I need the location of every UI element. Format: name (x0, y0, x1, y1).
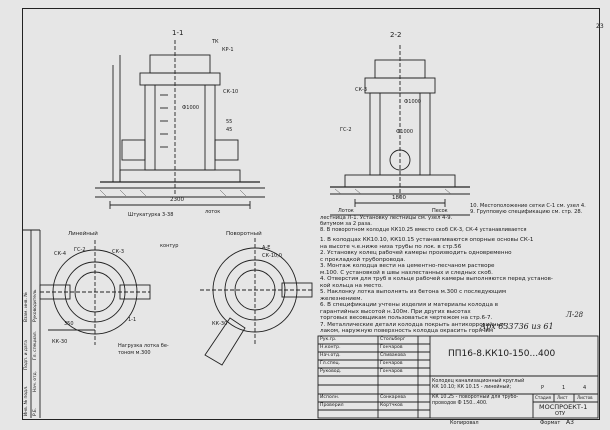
note-line: 5. Наклонку лотка выполнять из бетона м.… (320, 289, 507, 295)
tb-role: Проверил (320, 403, 344, 408)
plan-label-ck10: СК-10,0 (262, 253, 282, 259)
note-line: железнением. (320, 295, 363, 302)
tb-desc-line: КК 10.25 - поворотный для трубо- (432, 395, 519, 400)
note-line: гарантийных высотой н.100м. При других в… (320, 308, 471, 315)
tb-name: Гончаров (380, 361, 403, 366)
strip-ruk: Руководитель (33, 289, 38, 322)
plan-label-ck4: СК-4 (54, 251, 67, 257)
label-lotok-right: Лоток (338, 208, 354, 214)
plan-naklon-1: Нагрузка лотка бе- (118, 343, 169, 349)
note-line: с прокладкой трубопровода. (320, 256, 406, 263)
dim-45: 45 (226, 127, 233, 133)
strip-nach: Нач. отд. (33, 370, 38, 392)
tb-name: Стольберг (380, 337, 406, 342)
plan-label-ae: А-Е (262, 245, 271, 251)
tb-stage: Р (541, 385, 545, 391)
tb-desc-line: проводов Ф 150...400. (432, 401, 488, 406)
handwritten-ref: Л-28 (566, 311, 584, 319)
strip-sign: Подп. и дата (24, 340, 29, 370)
plan-label-gc2: ГС-2 (74, 247, 86, 253)
tb-role: Гл.спец. (320, 361, 341, 366)
note-line: 3. Монтаж колодца вести на цементно-песч… (320, 263, 495, 269)
plan-kontur: контур (160, 243, 179, 249)
label-kp: КР-1 (222, 47, 234, 53)
tb-code: ПП16-8.КК10-150...400 (448, 349, 556, 359)
tb-sheet: 1 (562, 385, 566, 391)
label-diam-right-1: Ф1000 (404, 99, 422, 105)
note-line: м.100. С установкой в швы нахлестанных и… (320, 269, 493, 276)
plan-label-kk: КК-30 (52, 339, 68, 345)
strip-re: Р.Е. (33, 407, 38, 416)
note-line: лаком, наружную поверхность колодца окра… (320, 328, 494, 334)
note-line: 6. В спецификации учтены изделия и матер… (320, 302, 498, 308)
label-tk: ТК (212, 39, 219, 45)
handwritten-archive: Арх 633736 из 61 (480, 322, 554, 331)
note-line: 8. В поворотном колодце КК10.25 вместо с… (320, 227, 527, 233)
section-2-title: 2-2 (390, 31, 402, 39)
plan-right-title: Поворотный (226, 231, 262, 237)
strip-inv: Инв. № подл. (24, 385, 29, 416)
note-line: битумом за 2 раза. (320, 221, 372, 227)
tb-stage-label: Стадия (535, 395, 552, 400)
label-ck10: СК-10 (223, 89, 239, 95)
tb-sheet-label: Лист (557, 395, 568, 400)
dim-1800: 1800 (392, 195, 406, 201)
note-line: 2. Установку колец рабочей камеры произв… (320, 250, 512, 256)
plan-naklon-2: тоном м.300 (118, 350, 151, 356)
strip-vzam: Взам. инв. № (24, 292, 29, 322)
tb-name: Спивакова (380, 353, 406, 358)
section-1-title: 1-1 (172, 29, 184, 37)
footer-format: А3 (566, 419, 574, 426)
tb-name: Кортчков (380, 403, 403, 408)
note-line: кой кольца на место. (320, 282, 383, 289)
footer-format-label: Формат (540, 420, 561, 426)
dim-55: 55 (226, 119, 233, 125)
note-line: 1. В колодцах КК10.10, КК10.15 устанавли… (320, 237, 534, 243)
tb-name: Гончаров (380, 369, 403, 374)
label-diam-left: Ф1000 (182, 105, 200, 111)
plan-label-kk-right: КК-30 (212, 321, 228, 327)
strip-gl: Гл. специал. (33, 331, 38, 360)
tb-name: Гончаров (380, 345, 403, 350)
sheet-number: 23 (596, 23, 604, 30)
tb-role: Н.контр. (320, 345, 341, 350)
tb-role: Рук.гр. (320, 337, 337, 342)
note-line: 10. Местоположение сетки С-1 см. узел 4. (470, 203, 586, 209)
note-line: 4. Отверстия для труб в кольце рабочей к… (320, 276, 553, 282)
label-shtukaturka: Штукатурка 3-38 (128, 212, 174, 218)
plan-dim-section: 1-1 (128, 317, 137, 323)
label-diam-right-2: Ф1000 (396, 129, 414, 135)
tb-name: Сонкарева (380, 395, 406, 400)
note-line: 9. Групповую спецификацию см. стр. 28. (470, 209, 583, 215)
dim-2300: 2300 (170, 197, 184, 203)
tb-role: Руковод. (320, 369, 342, 374)
tb-role: Нач.отд. (320, 353, 341, 358)
tb-org: МОСПРОЕКТ-1 (539, 403, 588, 411)
footer-copied: Копировал (450, 420, 479, 426)
tb-role: Исполн. (320, 395, 340, 400)
note-line: 7. Металлические детали колодца покрыть … (320, 321, 506, 328)
tb-desc-line: Колодец канализационный круглый (432, 379, 525, 384)
note-line: торговых весовщикам пользоваться чертежо… (320, 315, 493, 321)
plan-label-ck3: СК-3 (112, 249, 125, 255)
tb-dept: ОТУ (555, 411, 566, 417)
tb-desc-line: КК 10.10; КК 10.15 - линейный; (432, 385, 512, 390)
label-pesok: Песок (432, 208, 448, 214)
note-line: на высоте ч.е.ниже низа трубы по лок. в … (320, 243, 462, 250)
tb-sheets-label: Листов (577, 395, 593, 400)
label-lotok-left: лоток (205, 209, 221, 215)
label-gc2: ГС-2 (340, 127, 352, 133)
tb-sheets: 4 (583, 385, 587, 391)
note-line: лестница Л-1. Установку лестницы см. узе… (320, 215, 453, 221)
plan-dim-350: 350 (64, 321, 74, 327)
plan-left-title: Линейный (68, 231, 98, 237)
label-ck3: СК-3 (355, 87, 368, 93)
sheet-frame (22, 8, 600, 420)
